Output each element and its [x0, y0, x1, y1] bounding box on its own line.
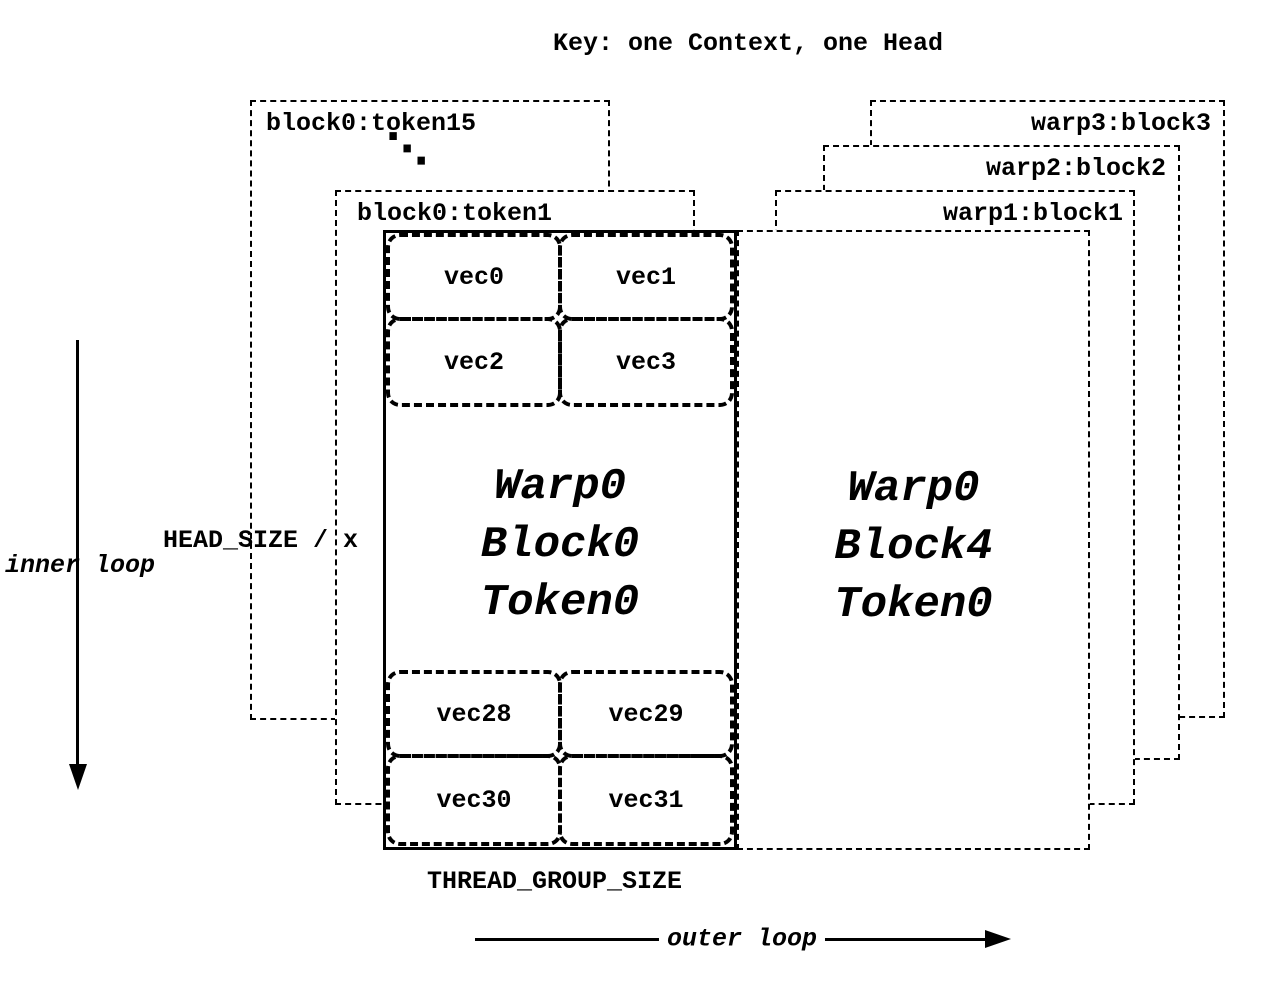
- vec-cell: vec29: [558, 670, 734, 758]
- head-size-label: HEAD_SIZE / x: [163, 526, 359, 555]
- inner-loop-label: inner loop: [5, 551, 156, 580]
- vec-cell: vec0: [386, 233, 562, 321]
- right-block-box: Warp0 Block4 Token0: [737, 230, 1090, 850]
- vec-cell: vec1: [558, 233, 734, 321]
- box-warp1-block1-label: warp1:block1: [942, 199, 1123, 228]
- inner-loop-arrowhead-icon: [69, 764, 87, 790]
- vec-cell: vec2: [386, 317, 562, 407]
- right-block-line-3: Token0: [834, 580, 993, 630]
- box-warp3-block3-label: warp3:block3: [1030, 109, 1211, 138]
- box-block0-token15-label: block0:token15: [266, 109, 477, 138]
- inner-loop-arrow-line: [76, 340, 79, 768]
- outer-loop-label: outer loop: [658, 925, 826, 955]
- right-block-line-2: Block4: [834, 522, 993, 572]
- main-block-line-1: Warp0: [493, 462, 627, 512]
- vec-cell: vec28: [386, 670, 562, 758]
- main-block-text: Warp0 Block0 Token0: [386, 458, 734, 632]
- box-warp2-block2-label: warp2:block2: [985, 154, 1166, 183]
- outer-loop-arrowhead-icon: [985, 930, 1011, 948]
- right-block-line-1: Warp0: [847, 464, 980, 514]
- diagram-title: Key: one Context, one Head: [553, 29, 944, 58]
- main-block-box: vec0 vec1 vec2 vec3 Warp0 Block0 Token0 …: [383, 230, 737, 850]
- thread-group-size-label: THREAD_GROUP_SIZE: [427, 867, 683, 896]
- main-block-line-3: Token0: [480, 578, 640, 628]
- right-block-text: Warp0 Block4 Token0: [739, 460, 1088, 634]
- vec-cell: vec30: [386, 754, 562, 846]
- main-block-line-2: Block0: [480, 520, 640, 570]
- box-block0-token1-label: block0:token1: [357, 199, 553, 228]
- diagonal-ellipsis-icon: ⋱: [386, 124, 428, 173]
- vec-cell: vec31: [558, 754, 734, 846]
- vec-cell: vec3: [558, 317, 734, 407]
